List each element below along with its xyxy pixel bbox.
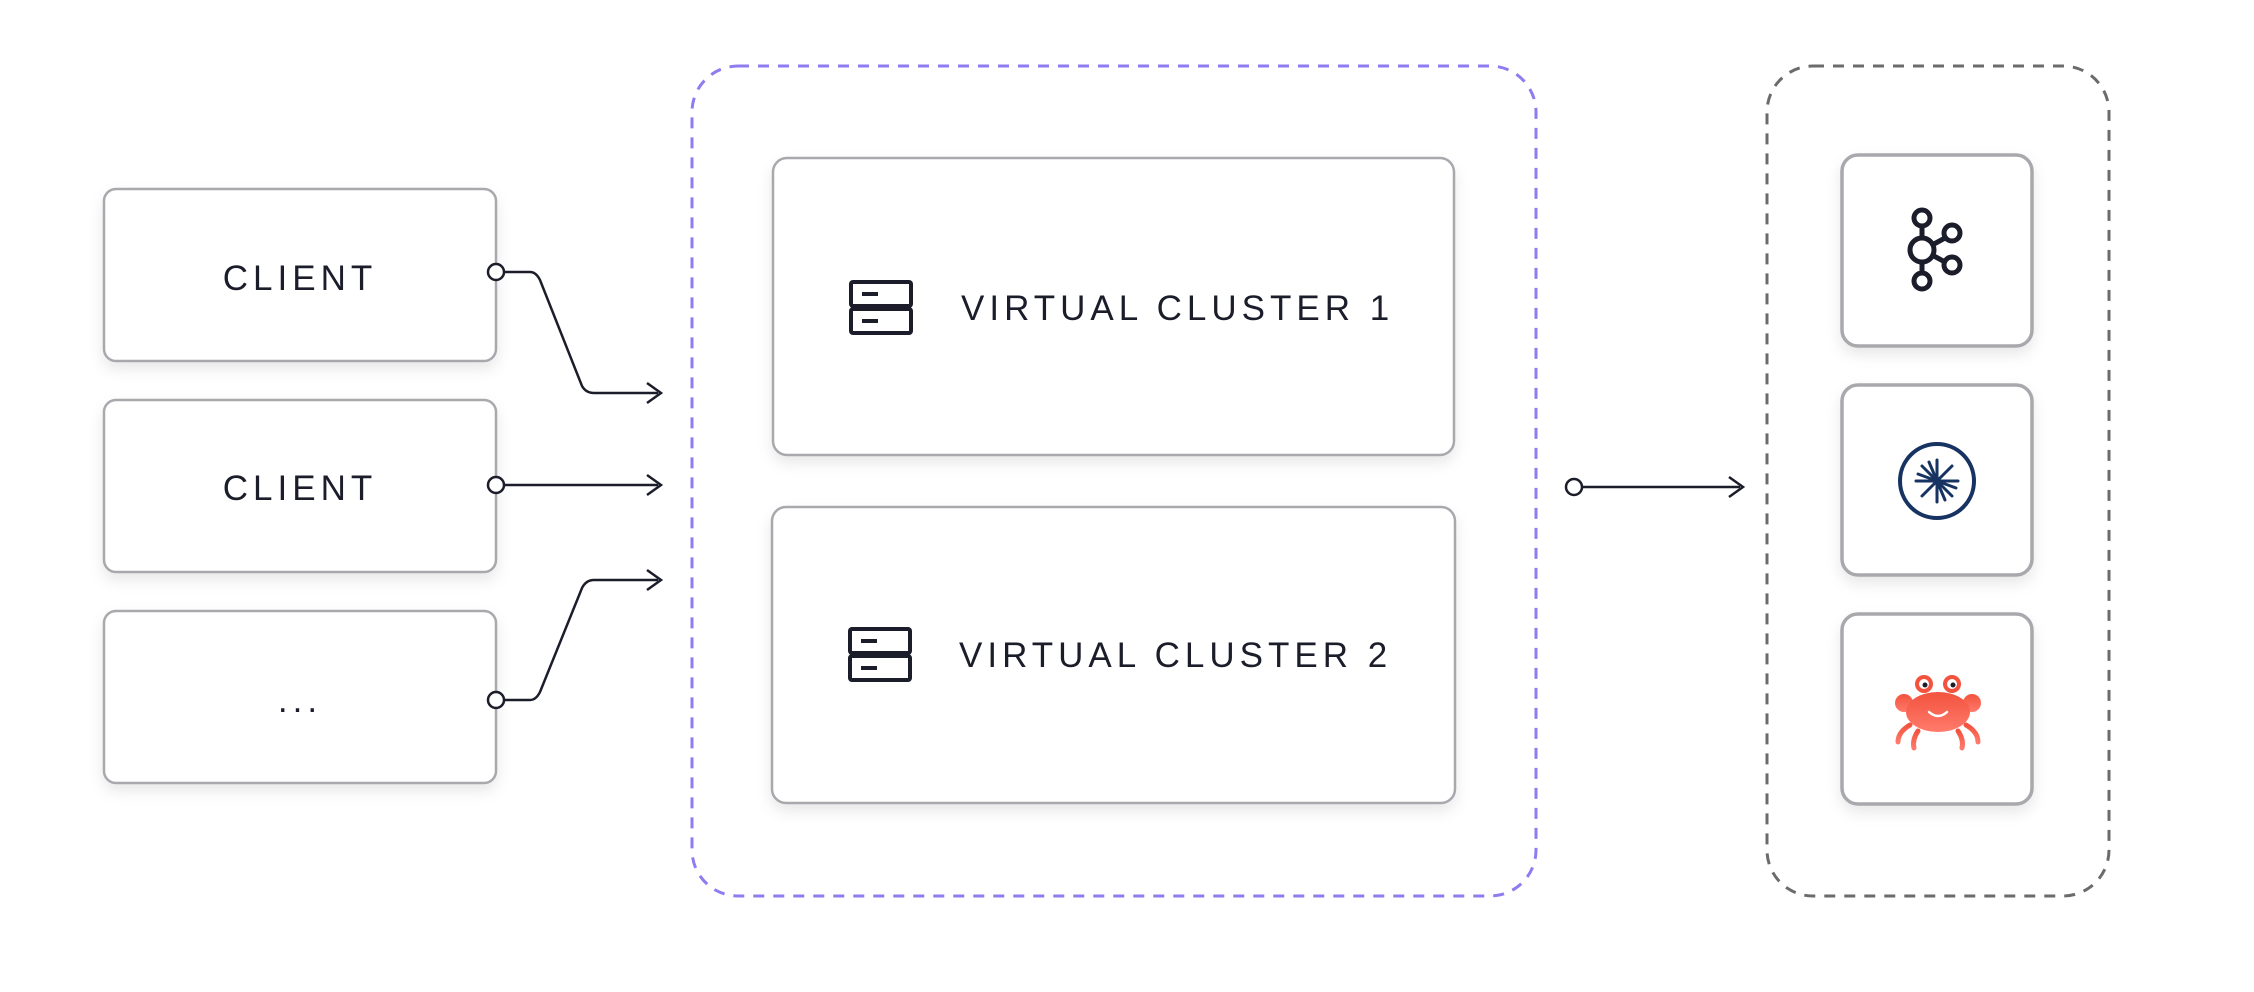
virtual-cluster-box[interactable]: VIRTUAL CLUSTER 1 bbox=[771, 156, 1456, 457]
backend-box-kafka[interactable] bbox=[1840, 153, 2034, 348]
client-label: CLIENT bbox=[223, 259, 377, 298]
connector-dots bbox=[486, 262, 506, 710]
virtual-cluster-box[interactable]: VIRTUAL CLUSTER 2 bbox=[770, 505, 1457, 805]
connector-line bbox=[503, 270, 658, 395]
virtual-cluster-label: VIRTUAL CLUSTER 2 bbox=[959, 636, 1392, 675]
confluent-logo-icon bbox=[1898, 442, 1976, 520]
arrow-head bbox=[1728, 475, 1746, 499]
arrow-head bbox=[646, 568, 664, 592]
redpanda-crab-logo-icon bbox=[1895, 675, 1981, 751]
gateway-container bbox=[690, 64, 1538, 898]
arrow-head bbox=[646, 381, 664, 405]
backend-box-confluent[interactable] bbox=[1840, 383, 2034, 577]
client-box[interactable]: CLIENT bbox=[102, 187, 498, 363]
client-connectors bbox=[503, 270, 664, 702]
client-box[interactable]: ... bbox=[102, 609, 498, 785]
client-label: CLIENT bbox=[223, 469, 377, 508]
connector-dot bbox=[1564, 477, 1584, 497]
server-rack-icon bbox=[848, 627, 912, 682]
connector-line bbox=[503, 578, 658, 702]
backend-box-redpanda[interactable] bbox=[1840, 612, 2034, 806]
kafka-logo-icon bbox=[1907, 207, 1963, 292]
backend-container bbox=[1765, 64, 2111, 898]
gateway-backend-connector bbox=[1564, 475, 1746, 499]
server-rack-icon bbox=[849, 280, 913, 335]
client-box[interactable]: CLIENT bbox=[102, 398, 498, 574]
virtual-cluster-label: VIRTUAL CLUSTER 1 bbox=[961, 289, 1394, 328]
client-label: ... bbox=[278, 681, 322, 720]
arrow-head bbox=[646, 473, 664, 497]
